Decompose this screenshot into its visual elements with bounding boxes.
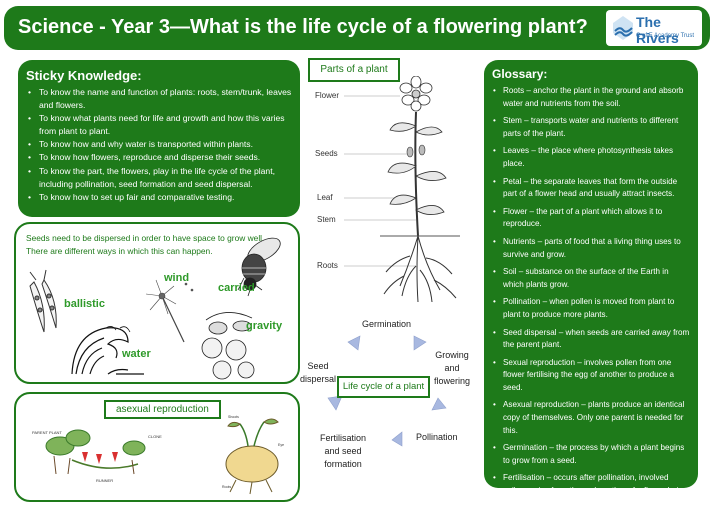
stage-growing-line: and [444, 363, 460, 373]
stage-seed-dispersal: Seed dispersal [300, 360, 336, 386]
stage-fertilisation-line: and seed [324, 446, 362, 456]
flower-icon [399, 76, 433, 112]
glossary-item: Fertilisation – occurs after pollination… [490, 472, 690, 507]
dispersal-illustrations [29, 237, 281, 380]
arrow-icon [347, 335, 361, 351]
stage-growing-line: flowering [434, 376, 471, 386]
arrow-icon [413, 335, 427, 351]
clone-text: CLONE [148, 434, 162, 439]
list-item: To know what plants need for life and gr… [26, 112, 292, 138]
plant-part-stem: Stem [317, 215, 336, 224]
list-item: To know how and why water is transported… [26, 138, 292, 151]
page-title: Science - Year 3—What is the life cycle … [18, 16, 588, 38]
plant-part-roots: Roots [317, 261, 338, 270]
glossary-item: Roots – anchor the plant in the ground a… [490, 85, 690, 110]
strawberry-fruit-icon [82, 452, 118, 464]
header-banner: Science - Year 3—What is the life cycle … [4, 6, 710, 50]
arrow-icon [391, 431, 403, 447]
potato-sprout-illustration [225, 418, 279, 495]
asexual-illustrations: PARENT PLANT CLONE RUNNER Roots Eye Shoo… [32, 415, 284, 495]
rivers-logo-icon [613, 16, 633, 40]
stage-growing-line: Growing [435, 350, 469, 360]
stage-fertilisation: Fertilisation and seed formation [320, 432, 366, 471]
glossary-item: Nutrients – parts of food that a living … [490, 236, 690, 261]
glossary-item: Pollination – when pollen is moved from … [490, 296, 690, 321]
glossary-item: Flower – the part of a plant which allow… [490, 206, 690, 231]
roots-icon [380, 235, 460, 303]
logo-name: The Rivers [636, 14, 679, 46]
glossary-panel: Glossary: Roots – anchor the plant in th… [484, 60, 698, 507]
apple-tree-illustration [201, 312, 255, 380]
glossary-title: Glossary: [492, 67, 548, 81]
stage-pollination: Pollination [416, 432, 458, 442]
seed-dispersal-panel: Seeds need to be dispersed in order to h… [14, 222, 300, 384]
dispersal-intro: Seeds need to be dispersed in order to h… [26, 233, 265, 256]
glossary-item: Leaves – the place where photosynthesis … [490, 145, 690, 170]
life-cycle-arrows [327, 335, 447, 447]
roots-text: Roots [222, 485, 231, 489]
plant-part-flower: Flower [315, 91, 340, 100]
label-water: water [122, 348, 151, 360]
shoots-text: Shoots [228, 415, 239, 419]
glossary-item: Soil – substance on the surface of the E… [490, 266, 690, 291]
life-cycle-label: Life cycle of a plant [337, 376, 430, 398]
list-item: To know the part, the flowers, play in t… [26, 165, 292, 191]
glossary-item: Sexual reproduction – involves pollen fr… [490, 357, 690, 395]
stage-growing: Growing and flowering [434, 349, 470, 388]
list-item: To know how to set up fair and comparati… [26, 191, 292, 204]
logo-subtitle: C of E Academy Trust [636, 33, 695, 39]
stage-germination: Germination [362, 319, 412, 329]
list-item: To know the name and function of plants:… [26, 86, 292, 112]
stage-fertilisation-line: Fertilisation [320, 433, 367, 443]
glossary-item: Petal – the separate leaves that form th… [490, 176, 690, 201]
arrow-icon [431, 397, 447, 411]
eye-text: Eye [278, 443, 284, 447]
glossary-item: Asexual reproduction – plants produce an… [490, 399, 690, 437]
stage-seed-dispersal-line: dispersal [300, 374, 337, 384]
label-gravity: gravity [246, 320, 283, 332]
bee-illustration [237, 237, 281, 297]
plant-part-seeds: Seeds [315, 149, 338, 158]
stage-seed-dispersal-line: Seed [307, 361, 329, 371]
plant-diagram [344, 76, 460, 303]
asexual-reproduction-panel: asexual reproduction PARENT PLANT CLONE … [14, 392, 300, 502]
leaf-icon [387, 122, 447, 215]
stage-fertilisation-line: formation [324, 459, 362, 469]
label-wind: wind [164, 272, 190, 284]
sticky-knowledge-title: Sticky Knowledge: [26, 68, 142, 83]
sticky-knowledge-list: To know the name and function of plants:… [26, 86, 292, 204]
sticky-knowledge-panel: Sticky Knowledge: To know the name and f… [18, 60, 300, 217]
wave-illustration [71, 326, 144, 375]
dandelion-illustration [145, 279, 194, 343]
list-item: To know how flowers, reproduce and dispe… [26, 151, 292, 164]
plant-part-leaf: Leaf [317, 193, 333, 202]
pea-pod-illustration [29, 269, 57, 333]
strawberry-plant-illustration [45, 429, 146, 475]
runner-text: RUNNER [96, 478, 113, 483]
label-ballistic: ballistic [64, 298, 105, 310]
seed-pods-icon [406, 144, 426, 158]
glossary-list: Roots – anchor the plant in the ground a… [490, 85, 690, 507]
parts-of-plant-label: Parts of a plant [308, 58, 400, 82]
school-logo: The Rivers C of E Academy Trust [606, 10, 702, 46]
glossary-item: Seed dispersal – when seeds are carried … [490, 327, 690, 352]
glossary-item: Germination – the process by which a pla… [490, 442, 690, 467]
arrow-icon [327, 395, 343, 411]
glossary-item: Stem – transports water and nutrients to… [490, 115, 690, 140]
parent-plant-text: PARENT PLANT [32, 430, 62, 435]
label-carried: carried [218, 282, 255, 294]
asexual-reproduction-label: asexual reproduction [104, 400, 221, 419]
